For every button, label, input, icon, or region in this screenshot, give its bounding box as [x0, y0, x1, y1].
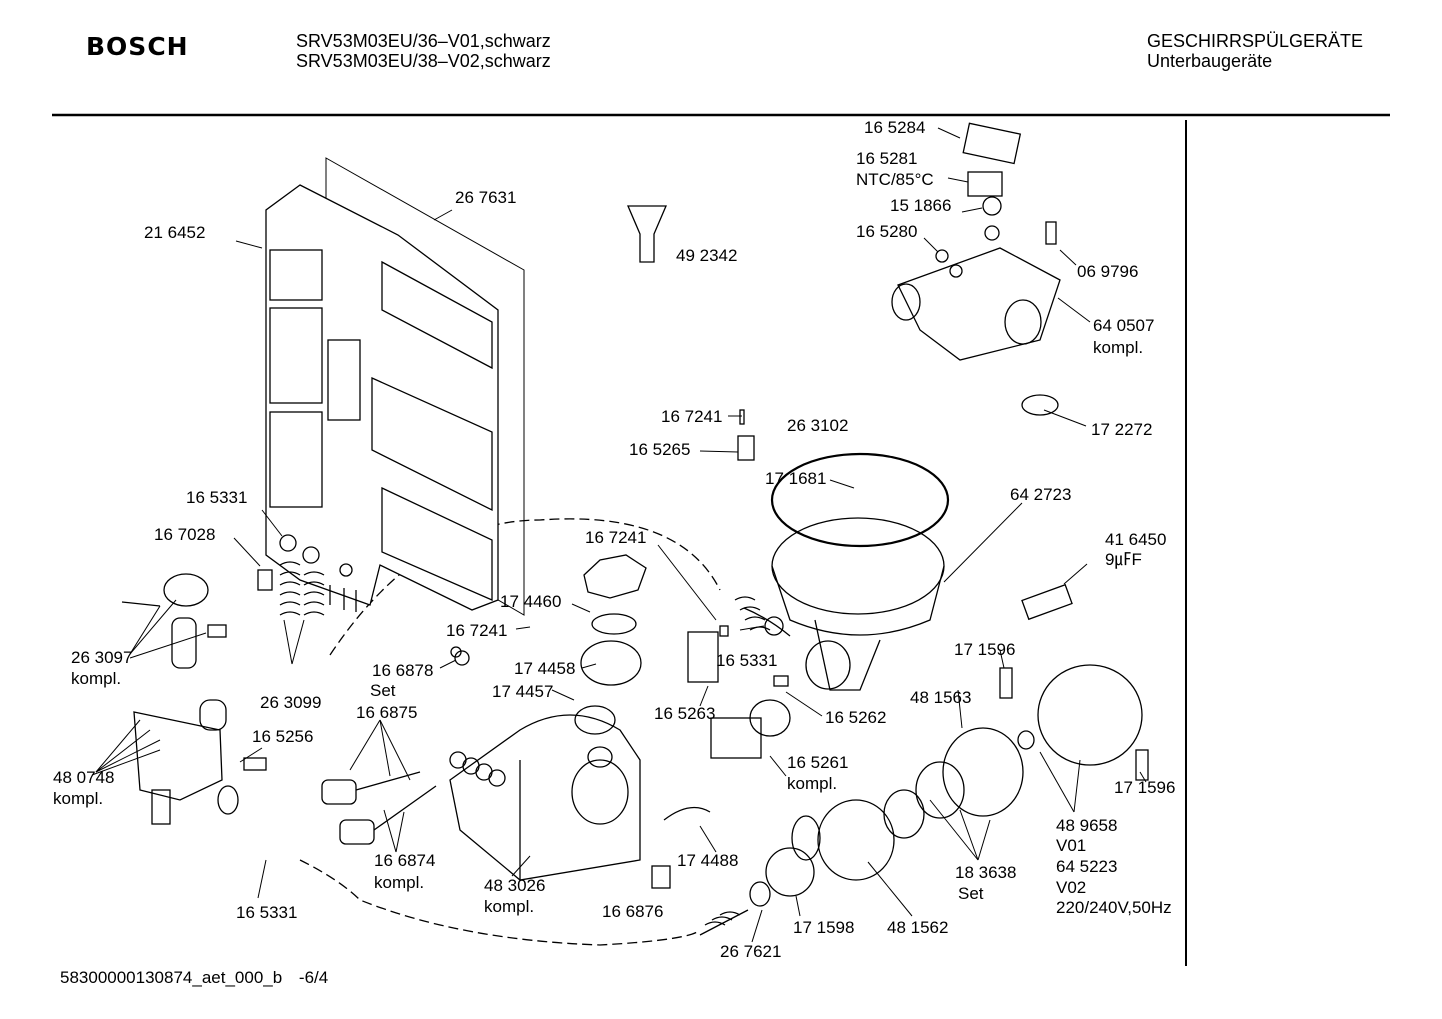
part-label-172272: 17 2272: [1091, 420, 1153, 439]
part-label-216452: 21 6452: [144, 223, 206, 242]
part-label-416450: 41 6450: [1105, 530, 1167, 549]
part-label-263102: 26 3102: [787, 416, 849, 435]
document-footer: 58300000130874_aet_000_b -6/4: [60, 968, 328, 988]
model-line-2: SRV53M03EU/38–V02,schwarz: [296, 51, 551, 71]
part-label-165263: 16 5263: [654, 704, 716, 723]
part-label-166878-note: Set: [370, 681, 396, 700]
part-label-480748: 48 0748: [53, 768, 115, 787]
part-label-263099: 26 3099: [260, 693, 322, 712]
part-label-165280: 16 5280: [856, 222, 918, 241]
part-label-263097: 26 3097: [71, 648, 133, 667]
part-label-174488: 17 4488: [677, 851, 739, 870]
capacitor-rating-label: 9㎌F: [1105, 550, 1142, 569]
document-id: 58300000130874_aet_000_b: [60, 968, 283, 987]
part-label-481562: 48 1562: [887, 918, 949, 937]
part-label-174457: 17 4457: [492, 682, 554, 701]
part-label-174460: 17 4460: [500, 592, 562, 611]
part-label-166878: 16 6878: [372, 661, 434, 680]
valve-parts: [321, 771, 437, 845]
part-label-165331-b: 16 5331: [716, 651, 778, 670]
part-label-165256: 16 5256: [252, 727, 314, 746]
part-label-480748-note: kompl.: [53, 789, 104, 808]
part-label-166876: 16 6876: [602, 902, 664, 921]
part-label-483026-note: kompl.: [484, 897, 535, 916]
hose-routing-dashed: [299, 518, 721, 946]
ntc-rating-label: NTC/85°C: [856, 170, 934, 189]
page-number: -6/4: [298, 968, 329, 987]
part-label-174458: 17 4458: [514, 659, 576, 678]
rinse-aid-funnel: [627, 205, 667, 263]
part-label-183638-note: Set: [958, 884, 984, 903]
model-line-1: SRV53M03EU/36–V01,schwarz: [296, 31, 551, 51]
part-label-171596-a: 17 1596: [954, 640, 1016, 659]
part-label-165284: 16 5284: [864, 118, 926, 137]
part-label-171681: 17 1681: [765, 469, 827, 488]
part-label-642723: 64 2723: [1010, 485, 1072, 504]
inlet-valve-assembly: [121, 569, 273, 825]
voltage-label: 220/240V,50Hz: [1056, 898, 1172, 917]
variant-v01-label: V01: [1056, 836, 1087, 855]
subcategory-title: Unterbaugeräte: [1147, 51, 1273, 71]
part-label-165261: 16 5261: [787, 753, 849, 772]
part-label-263097-note: kompl.: [71, 669, 122, 688]
part-label-165262: 16 5262: [825, 708, 887, 727]
part-label-267631: 26 7631: [455, 188, 517, 207]
variant-v02-label: V02: [1056, 878, 1087, 897]
part-label-165331-a: 16 5331: [186, 488, 248, 507]
part-label-167241-c: 16 7241: [446, 621, 508, 640]
part-label-640507: 64 0507: [1093, 316, 1155, 335]
part-label-640507-note: kompl.: [1093, 338, 1144, 357]
part-label-151866: 15 1866: [890, 196, 952, 215]
heater-assembly: [891, 122, 1061, 416]
part-label-171596-b: 17 1596: [1114, 778, 1176, 797]
part-label-166875: 16 6875: [356, 703, 418, 722]
filter-parts: [450, 554, 647, 735]
drain-hoses: [279, 534, 325, 616]
part-label-267621: 26 7621: [720, 942, 782, 961]
part-label-183638: 18 3638: [955, 863, 1017, 882]
part-label-166874-note: kompl.: [374, 873, 425, 892]
part-label-069796: 06 9796: [1077, 262, 1139, 281]
part-label-489658: 48 9658: [1056, 816, 1118, 835]
part-label-165281: 16 5281: [856, 149, 918, 168]
part-label-165265: 16 5265: [629, 440, 691, 459]
part-label-165331-c: 16 5331: [236, 903, 298, 922]
part-label-167241-b: 16 7241: [585, 528, 647, 547]
part-label-492342: 49 2342: [676, 246, 738, 265]
brand-logo: BOSCH: [86, 32, 189, 61]
part-label-167028: 16 7028: [154, 525, 216, 544]
part-label-645223: 64 5223: [1056, 857, 1118, 876]
part-label-166874: 16 6874: [374, 851, 436, 870]
water-softener: [449, 714, 711, 889]
part-label-171598: 17 1598: [793, 918, 855, 937]
part-label-481563: 48 1563: [910, 688, 972, 707]
category-title: GESCHIRRSPÜLGERÄTE: [1147, 31, 1364, 51]
water-pocket-panel: [265, 184, 499, 612]
circulation-pump: [687, 409, 1149, 936]
part-label-483026: 48 3026: [484, 876, 546, 895]
part-label-165261-note: kompl.: [787, 774, 838, 793]
part-label-167241-a: 16 7241: [661, 407, 723, 426]
sump-assembly: [734, 452, 950, 691]
leader-lines: [91, 127, 1147, 943]
